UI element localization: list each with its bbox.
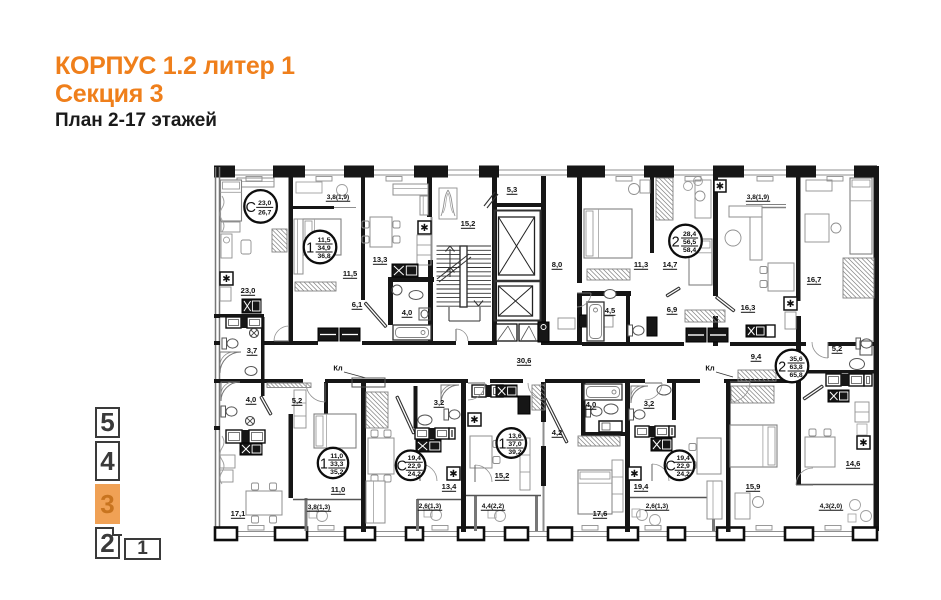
svg-text:63,8: 63,8	[789, 364, 802, 371]
svg-text:✱: ✱	[716, 181, 724, 192]
svg-text:23,0: 23,0	[241, 286, 256, 295]
svg-text:✱: ✱	[859, 438, 867, 449]
svg-text:56,5: 56,5	[683, 239, 696, 246]
svg-text:3,7: 3,7	[247, 346, 258, 355]
svg-text:13,6: 13,6	[508, 433, 521, 440]
svg-text:✱: ✱	[470, 415, 478, 426]
svg-text:С: С	[665, 459, 675, 475]
svg-text:3,8(1,9): 3,8(1,9)	[747, 194, 769, 201]
svg-text:3,8(1,9): 3,8(1,9)	[327, 194, 349, 201]
svg-text:4,2: 4,2	[552, 428, 563, 437]
svg-text:34,9: 34,9	[317, 245, 330, 252]
svg-text:14,6: 14,6	[846, 459, 861, 468]
svg-text:2,6(1,3): 2,6(1,3)	[419, 503, 441, 510]
svg-text:2,6(1,3): 2,6(1,3)	[646, 503, 668, 510]
svg-text:11,0: 11,0	[330, 453, 343, 460]
svg-text:3,8(1,3): 3,8(1,3)	[308, 504, 330, 511]
svg-text:24,2: 24,2	[408, 471, 421, 478]
svg-text:✱: ✱	[420, 223, 428, 234]
svg-text:22,9: 22,9	[408, 463, 421, 470]
svg-text:Кл: Кл	[333, 364, 343, 373]
svg-text:2: 2	[672, 234, 680, 250]
svg-text:15,2: 15,2	[495, 471, 510, 480]
svg-text:33,3: 33,3	[330, 461, 343, 468]
svg-text:4,4(2,2): 4,4(2,2)	[482, 503, 504, 510]
svg-text:11,3: 11,3	[634, 260, 648, 269]
svg-text:3,2: 3,2	[644, 399, 655, 408]
svg-text:Кл: Кл	[705, 364, 715, 373]
svg-text:5,2: 5,2	[292, 396, 303, 405]
svg-text:19,4: 19,4	[408, 455, 421, 462]
svg-text:23,0: 23,0	[258, 200, 271, 207]
svg-text:5,2: 5,2	[832, 344, 843, 353]
svg-text:8,0: 8,0	[552, 260, 563, 269]
svg-text:✱: ✱	[786, 299, 794, 310]
svg-text:35,6: 35,6	[789, 356, 802, 363]
svg-text:30,6: 30,6	[517, 356, 532, 365]
svg-text:16,7: 16,7	[807, 275, 822, 284]
svg-text:17,6: 17,6	[593, 509, 608, 518]
svg-text:4,3(2,0): 4,3(2,0)	[820, 503, 842, 510]
svg-text:4,5: 4,5	[605, 306, 616, 315]
svg-text:17,1: 17,1	[231, 509, 247, 518]
svg-text:С: С	[396, 459, 406, 475]
svg-text:1: 1	[306, 240, 314, 256]
svg-text:4,0: 4,0	[246, 395, 257, 404]
svg-text:19,4: 19,4	[677, 455, 690, 462]
svg-text:11,5: 11,5	[318, 237, 331, 244]
svg-text:11,0: 11,0	[331, 485, 345, 494]
svg-text:13,3: 13,3	[373, 255, 388, 264]
svg-text:4,0: 4,0	[402, 308, 413, 317]
svg-text:26,7: 26,7	[258, 210, 271, 217]
svg-text:5,3: 5,3	[507, 185, 518, 194]
svg-text:39,2: 39,2	[508, 449, 521, 456]
svg-text:28,4: 28,4	[683, 231, 696, 238]
svg-text:37,0: 37,0	[508, 441, 521, 448]
svg-text:15,9: 15,9	[746, 482, 761, 491]
svg-text:1: 1	[320, 456, 328, 472]
svg-text:✱: ✱	[222, 274, 230, 285]
svg-text:3,2: 3,2	[434, 398, 445, 407]
svg-text:65,8: 65,8	[789, 372, 802, 379]
svg-text:13,4: 13,4	[442, 482, 458, 491]
svg-text:✱: ✱	[449, 469, 457, 480]
svg-text:6,9: 6,9	[667, 305, 678, 314]
svg-text:24,2: 24,2	[677, 471, 690, 478]
svg-text:2: 2	[778, 359, 786, 375]
svg-text:✱: ✱	[630, 469, 638, 480]
svg-text:16,3: 16,3	[741, 303, 756, 312]
svg-text:4,0: 4,0	[586, 400, 597, 409]
svg-text:58,4: 58,4	[683, 247, 696, 254]
svg-text:36,8: 36,8	[317, 253, 330, 260]
svg-text:11,5: 11,5	[343, 269, 358, 278]
svg-text:6,1: 6,1	[352, 300, 363, 309]
svg-text:22,9: 22,9	[677, 463, 690, 470]
svg-text:35,2: 35,2	[330, 469, 343, 476]
svg-text:14,7: 14,7	[663, 260, 678, 269]
svg-text:С: С	[246, 200, 256, 216]
svg-text:9,4: 9,4	[751, 352, 762, 361]
svg-text:15,2: 15,2	[461, 219, 476, 228]
svg-text:19,4: 19,4	[634, 482, 650, 491]
svg-text:1: 1	[498, 436, 506, 452]
